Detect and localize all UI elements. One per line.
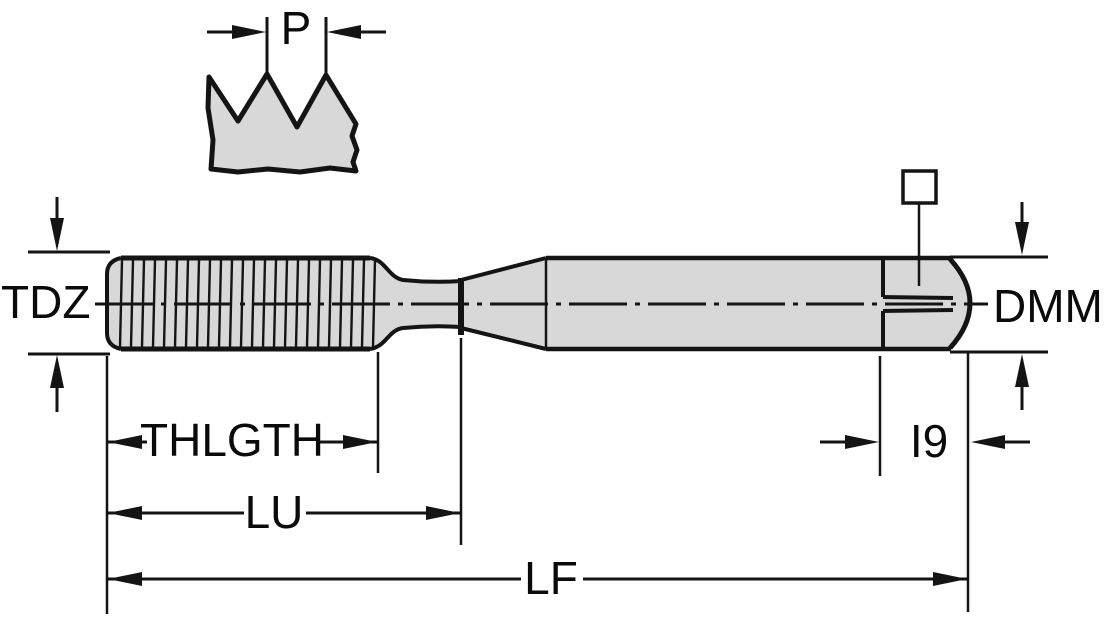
thread-crest-lines	[118, 259, 377, 348]
tap-body	[95, 169, 988, 352]
arrowhead-up-icon	[50, 355, 64, 388]
arrowhead-right-icon	[343, 435, 377, 449]
square-flat-edge	[882, 308, 954, 313]
dim-thread-length: THLGTH	[107, 414, 378, 466]
thread-crest-line	[327, 259, 333, 348]
arrowhead-right-icon	[845, 435, 879, 449]
extension-lines-bottom	[105, 338, 970, 614]
neck-bottom-edge	[369, 324, 462, 351]
arrowhead-up-icon	[1015, 354, 1029, 387]
square-flat-edge	[882, 295, 954, 300]
thread-profile-detail: P	[205, 2, 386, 175]
arrowhead-left-icon	[108, 435, 142, 449]
arrowhead-down-icon	[1015, 222, 1029, 255]
overall-length-label: LF	[524, 552, 578, 604]
arrowhead-left-icon	[327, 25, 361, 39]
square-length-label: I9	[910, 415, 948, 467]
dim-thread-diameter	[28, 197, 110, 412]
shank-diameter-label: DMM	[993, 280, 1103, 332]
thread-lead-end	[105, 256, 122, 351]
dim-pitch	[207, 17, 386, 75]
arrowhead-left-icon	[108, 506, 142, 520]
shank-end-arc	[948, 257, 973, 350]
arrowhead-left-icon	[108, 572, 142, 586]
neck-top-edge	[369, 256, 462, 284]
thread-length-label: THLGTH	[140, 414, 324, 466]
arrowhead-left-icon	[971, 435, 1005, 449]
thread-profile-shape	[205, 71, 360, 175]
label-mask	[244, 491, 306, 533]
cone-bottom-edge	[460, 326, 547, 351]
dim-usable-length: LU	[107, 486, 461, 538]
thread-diameter-label: TDZ	[1, 276, 90, 328]
dim-shank-diameter	[950, 202, 1048, 410]
arrowhead-right-icon	[933, 572, 967, 586]
label-mask	[521, 556, 583, 600]
usable-length-label: LU	[245, 486, 304, 538]
thread-crest-line	[151, 259, 157, 348]
label-mask	[147, 420, 317, 461]
arrowhead-right-icon	[426, 506, 460, 520]
arrowhead-down-icon	[50, 218, 64, 251]
square-drive-icon	[901, 169, 938, 205]
square-drive-flats	[881, 259, 954, 348]
dim-overall-length: LF	[107, 552, 968, 604]
square-drive-callout	[901, 169, 938, 286]
pitch-label: P	[281, 2, 312, 54]
cone-top-edge	[460, 256, 547, 282]
arrowhead-right-icon	[232, 25, 266, 39]
dim-square-length: I9	[820, 415, 1030, 467]
